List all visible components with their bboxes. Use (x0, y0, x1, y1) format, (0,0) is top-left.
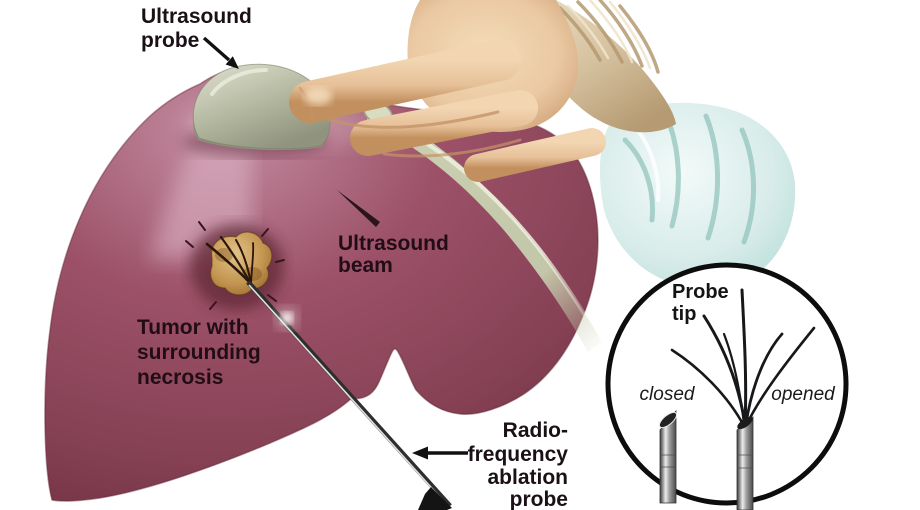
ultrasound-probe-head (183, 63, 331, 157)
tumor-label-line3: necrosis (137, 366, 223, 389)
ultrasound-beam-label-line1: Ultrasound (338, 232, 449, 255)
arrow-icon (412, 446, 468, 460)
probe-tip-opened (670, 288, 816, 510)
ring-finger (464, 128, 606, 182)
rf-probe-shaft (246, 280, 452, 510)
rf-probe-handle (418, 487, 452, 510)
probe-body (192, 63, 331, 150)
label-rf-probe: Radio- frequency ablation probe (412, 419, 568, 510)
rf-label-line2: frequency (468, 443, 569, 466)
label-ultrasound-beam: Ultrasound beam (337, 190, 449, 277)
sleeve-highlight (634, 126, 661, 202)
arrow-head (412, 446, 428, 460)
ultrasound-beam-label-line2: beam (338, 254, 393, 277)
index-finger (289, 39, 521, 123)
label-tumor: Tumor with surrounding necrosis (137, 316, 261, 389)
closed-label: closed (640, 384, 696, 405)
probe-highlight (210, 68, 268, 96)
opened-shaft (736, 416, 754, 510)
probe-tip-label-line2: tip (672, 303, 696, 325)
sleeve-folds (622, 113, 757, 245)
closed-bevel-opening (658, 411, 678, 429)
arrow-head (225, 56, 239, 69)
label-ultrasound-probe: Ultrasound probe (141, 5, 252, 69)
ultrasound-probe-label-line1: Ultrasound (141, 5, 252, 28)
ultrasound-probe-label-line2: probe (141, 29, 199, 52)
opened-label: opened (771, 384, 836, 405)
tumor (205, 231, 273, 296)
leader-line (337, 190, 380, 227)
necrosis-speckles (185, 221, 285, 310)
shaft-glint (281, 312, 293, 324)
tumor-label-line2: surrounding (137, 341, 261, 364)
tumor-tines (205, 235, 255, 286)
fingertip-highlight (304, 87, 332, 105)
probe-tip-closed (658, 409, 678, 504)
sleeve (599, 102, 796, 288)
arrow-icon (202, 36, 239, 69)
opened-shaft-opening (737, 416, 753, 430)
arrow-shaft (202, 36, 231, 62)
tumor-shading (215, 248, 233, 262)
rf-label-line3: ablation (487, 466, 568, 489)
hand (289, 0, 606, 182)
probe-tip-label-line1: Probe (672, 281, 729, 303)
glove-wrinkles (558, 0, 660, 74)
tumor-label-line1: Tumor with (137, 316, 249, 339)
inset-circle: Probe tip closed opened (605, 262, 849, 510)
inset-labels: Probe tip closed opened (640, 281, 837, 405)
opened-tines (670, 288, 816, 428)
rf-label-line4: probe (510, 488, 568, 510)
tumor-mass (210, 231, 273, 296)
glove-highlights (566, 0, 652, 70)
rf-label-line1: Radio- (503, 419, 568, 442)
